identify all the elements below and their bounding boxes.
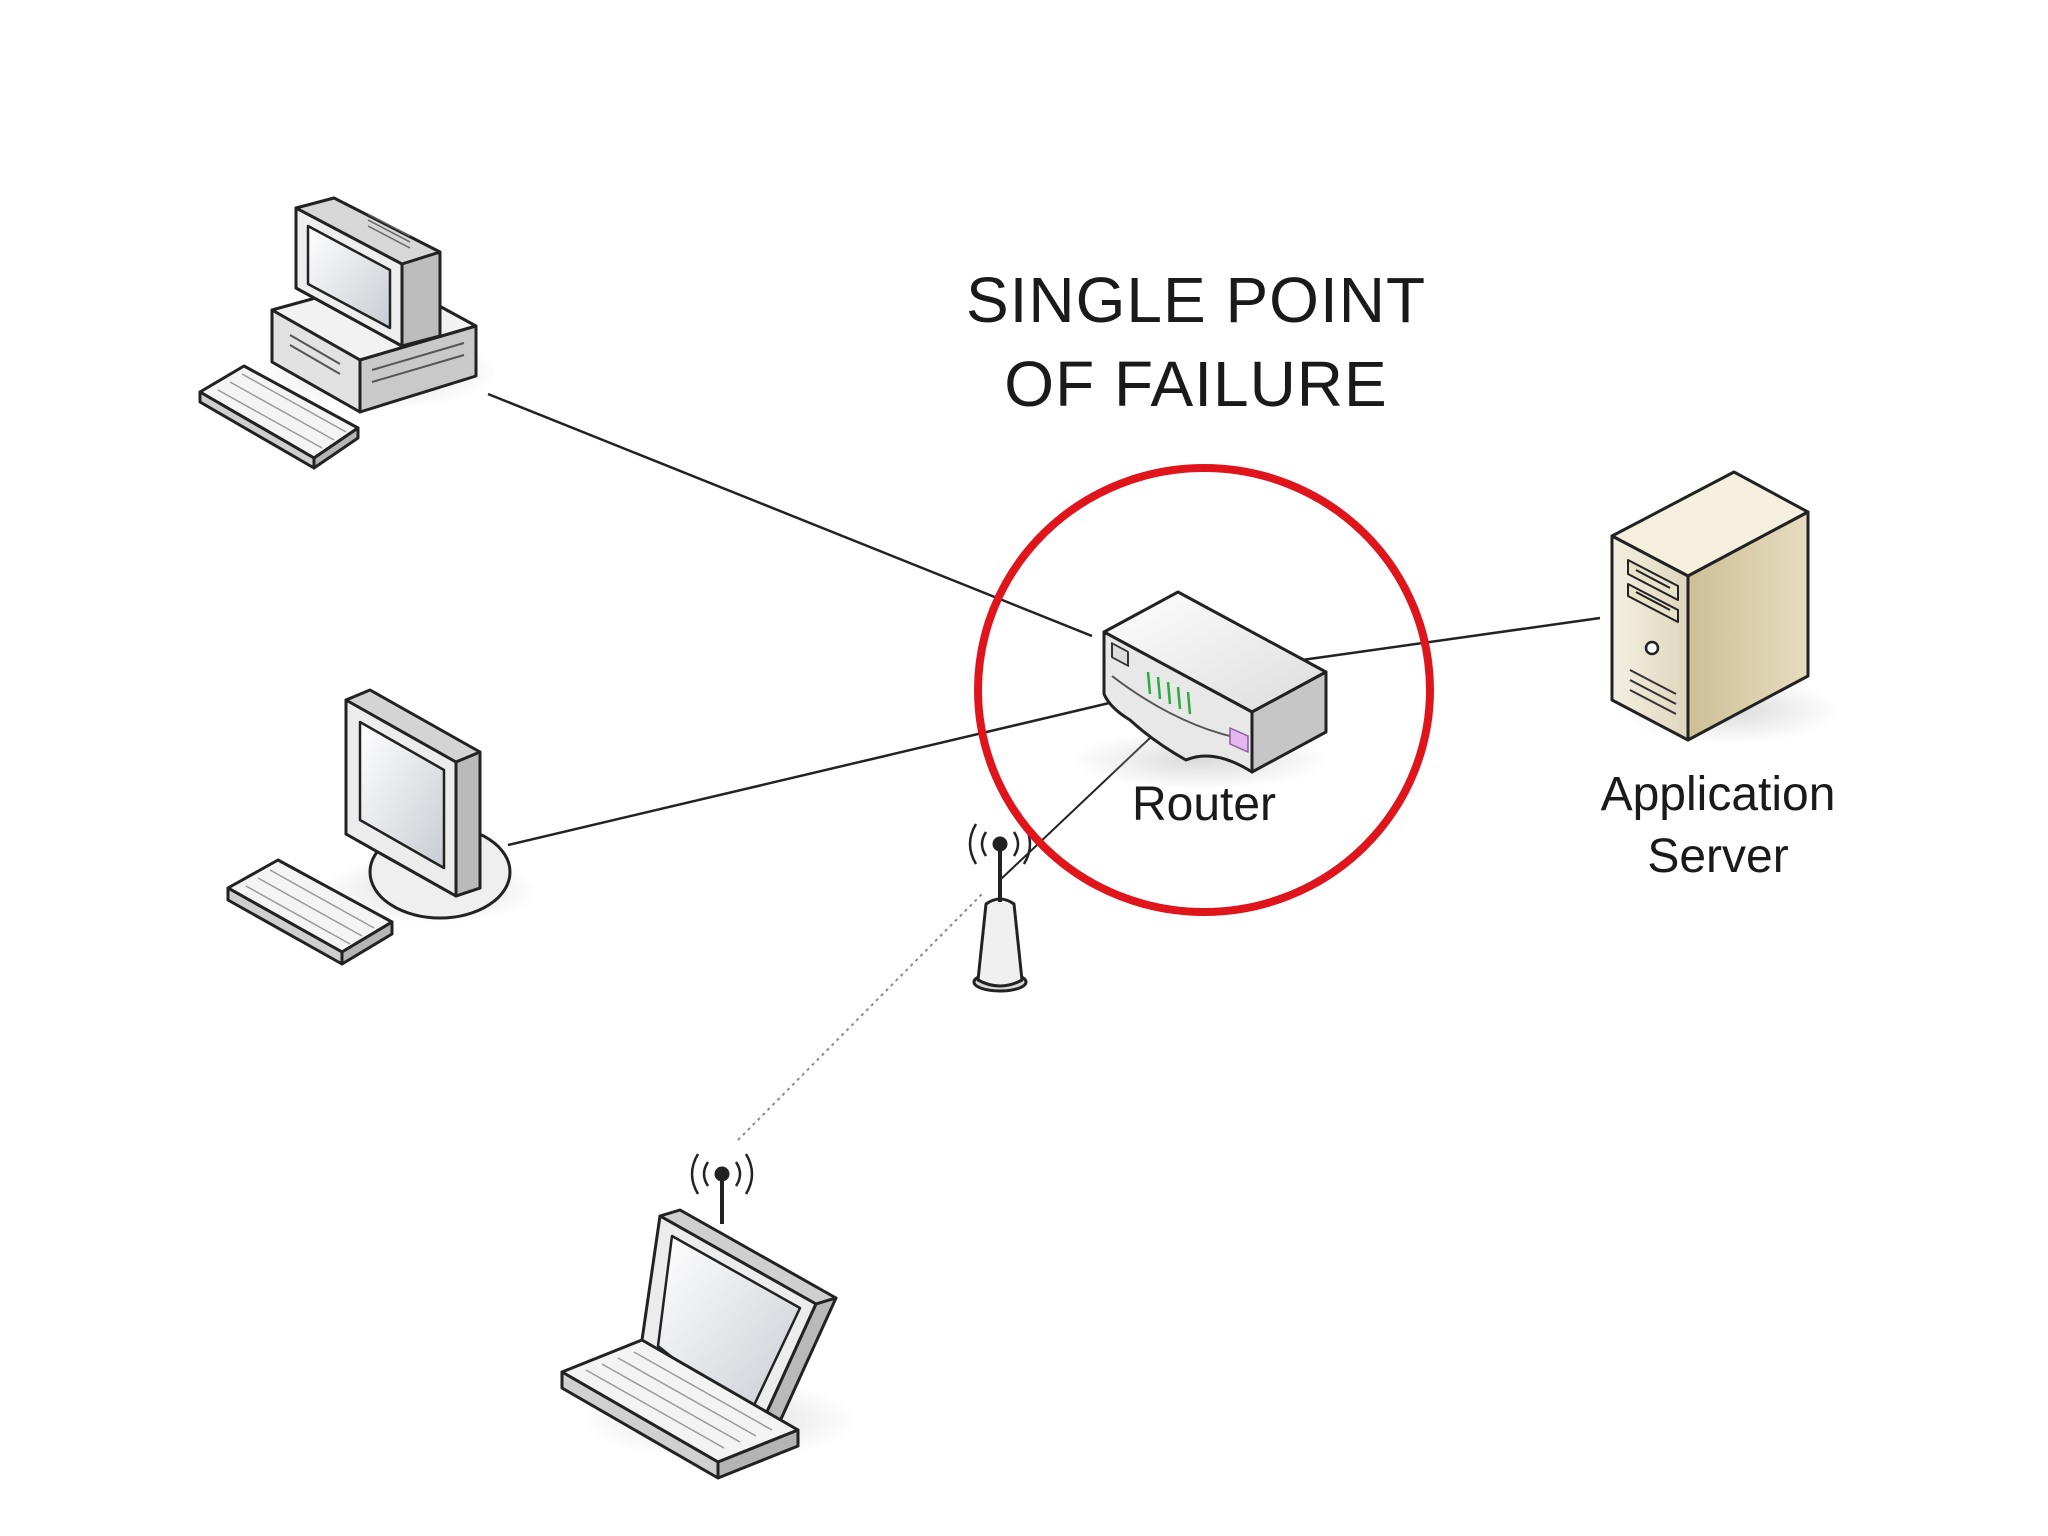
server-label-line-2: Server — [1647, 830, 1788, 883]
link-router-to-server — [1301, 616, 1601, 662]
server-label-line-1: Application — [1601, 768, 1836, 821]
router-icon — [1070, 590, 1330, 790]
single-point-of-failure-highlight — [974, 464, 1434, 916]
wireless-access-point-icon — [968, 823, 1032, 993]
title-line-1: SINGLE POINT — [966, 264, 1426, 336]
link-desktop-to-router — [487, 392, 1093, 638]
title-line-2: OF FAILURE — [1004, 348, 1387, 420]
tower-server-icon — [1610, 470, 1840, 744]
flat-monitor-computer-icon — [226, 688, 540, 966]
wireless-laptop-icon — [560, 1153, 860, 1480]
link-monitor-to-router — [507, 698, 1123, 847]
desktop-computer-icon — [198, 196, 500, 470]
links — [487, 392, 1601, 1141]
router-label: Router — [1132, 778, 1276, 831]
link-laptop-to-accesspoint — [737, 891, 985, 1141]
